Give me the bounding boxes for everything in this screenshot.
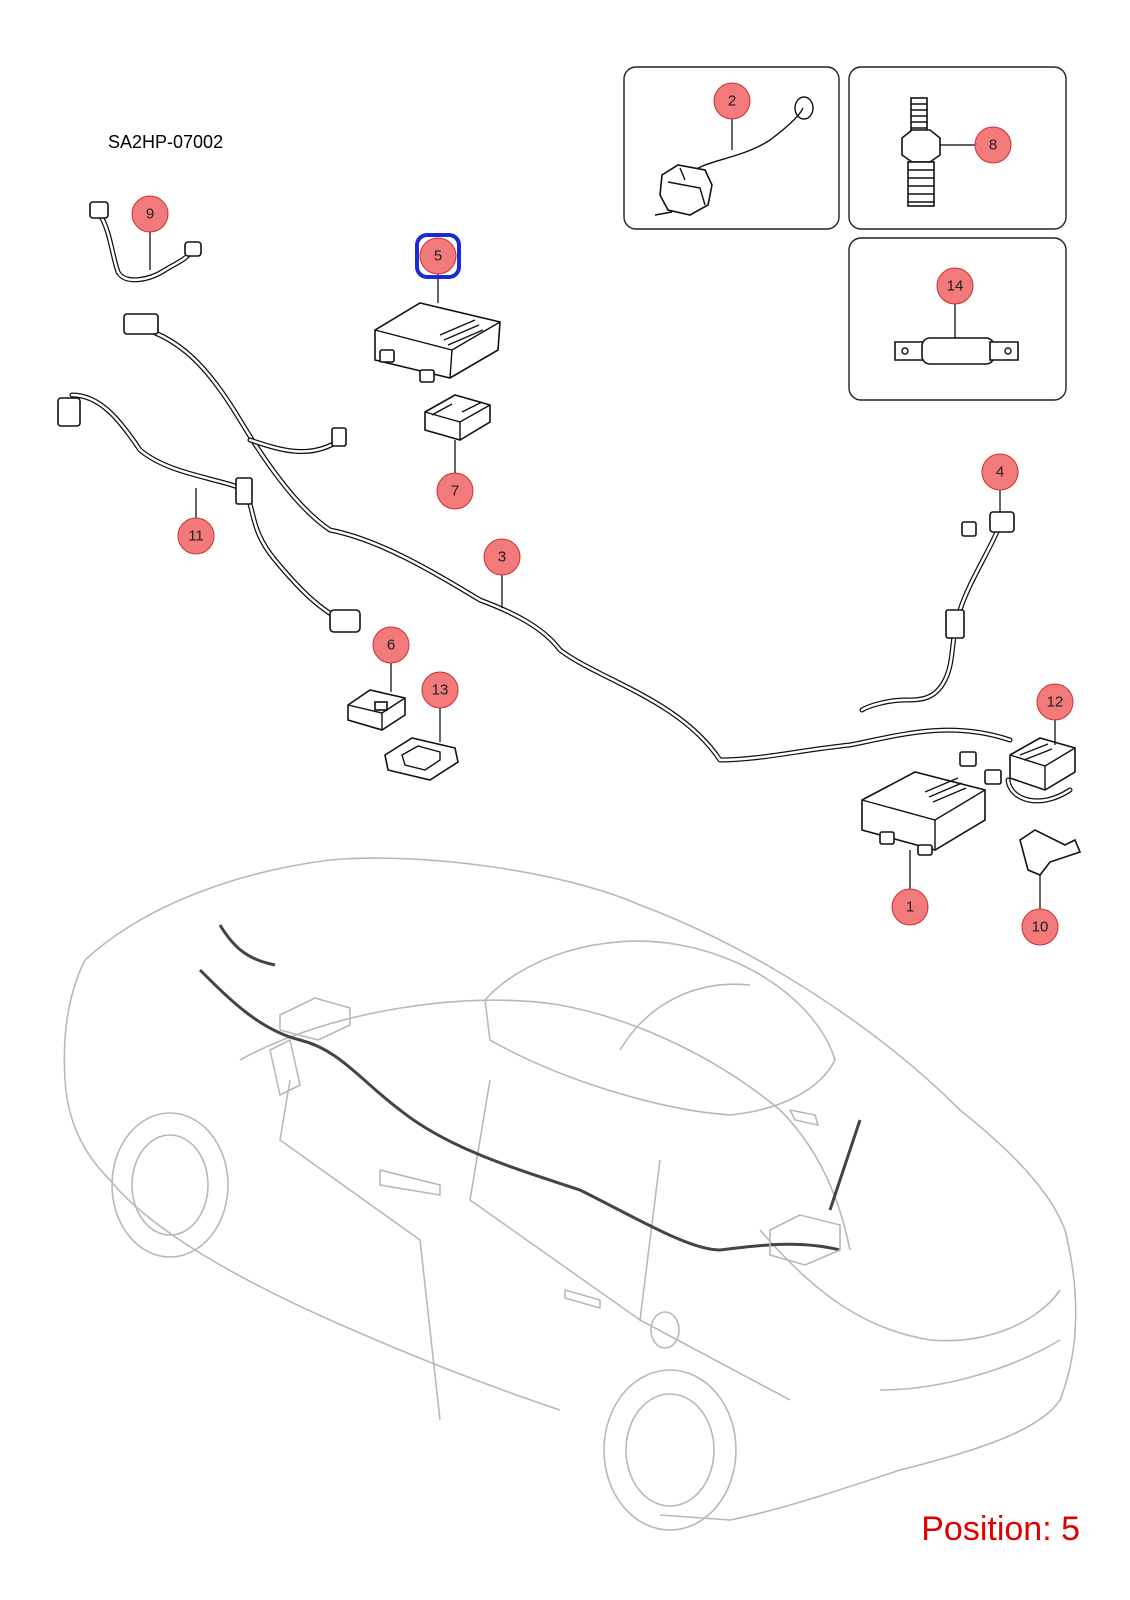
callout-4-label: 4 — [996, 464, 1004, 481]
callout-2-label: 2 — [728, 93, 736, 110]
inset-part-14 — [848, 237, 1067, 401]
callout-5[interactable]: 5 — [419, 237, 457, 275]
bracket-part-6 — [347, 660, 406, 731]
callout-1[interactable]: 1 — [891, 888, 929, 926]
callout-9-label: 9 — [146, 206, 154, 223]
vehicle-outline — [63, 857, 1077, 1531]
selected-callout-highlight — [415, 233, 461, 279]
harness-part-11 — [57, 392, 361, 633]
callout-13[interactable]: 13 — [421, 671, 459, 709]
callout-8[interactable]: 8 — [974, 126, 1012, 164]
callout-10-label: 10 — [1032, 919, 1049, 936]
callout-2[interactable]: 2 — [713, 82, 751, 150]
harness-part-3 — [123, 313, 1013, 763]
callout-9[interactable]: 9 — [131, 195, 169, 233]
callout-11[interactable]: 11 — [177, 517, 215, 555]
callout-10[interactable]: 10 — [1021, 908, 1059, 946]
module-part-5 — [374, 273, 501, 383]
callout-7-label: 7 — [451, 483, 459, 500]
position-label: Position: 5 — [921, 1510, 1080, 1548]
harness-part-9 — [89, 201, 202, 283]
callout-11-label: 11 — [188, 528, 204, 545]
harness-part-4 — [859, 488, 1015, 713]
callout-8-label: 8 — [989, 137, 997, 154]
bracket-part-10 — [1019, 829, 1082, 910]
callout-1-label: 1 — [906, 899, 914, 916]
callout-5-label: 5 — [434, 248, 442, 265]
module-part-7 — [424, 394, 491, 475]
diagram-code: SA2HP-07002 — [108, 132, 223, 152]
callout-7[interactable]: 7 — [436, 472, 474, 510]
callout-6[interactable]: 6 — [372, 626, 410, 664]
callout-4[interactable]: 4 — [981, 453, 1019, 491]
callout-3[interactable]: 3 — [483, 538, 521, 576]
callout-3-label: 3 — [498, 549, 506, 566]
plate-part-13 — [384, 705, 459, 781]
callout-12[interactable]: 12 — [1036, 683, 1074, 721]
callout-12-label: 12 — [1047, 694, 1064, 711]
module-part-12 — [959, 720, 1076, 804]
callout-6-label: 6 — [387, 637, 395, 654]
inset-part-8 — [848, 66, 1067, 230]
callout-14-label: 14 — [947, 278, 964, 295]
callout-13-label: 13 — [432, 682, 449, 699]
callout-14[interactable]: 14 — [936, 267, 974, 305]
module-part-1 — [861, 771, 986, 890]
